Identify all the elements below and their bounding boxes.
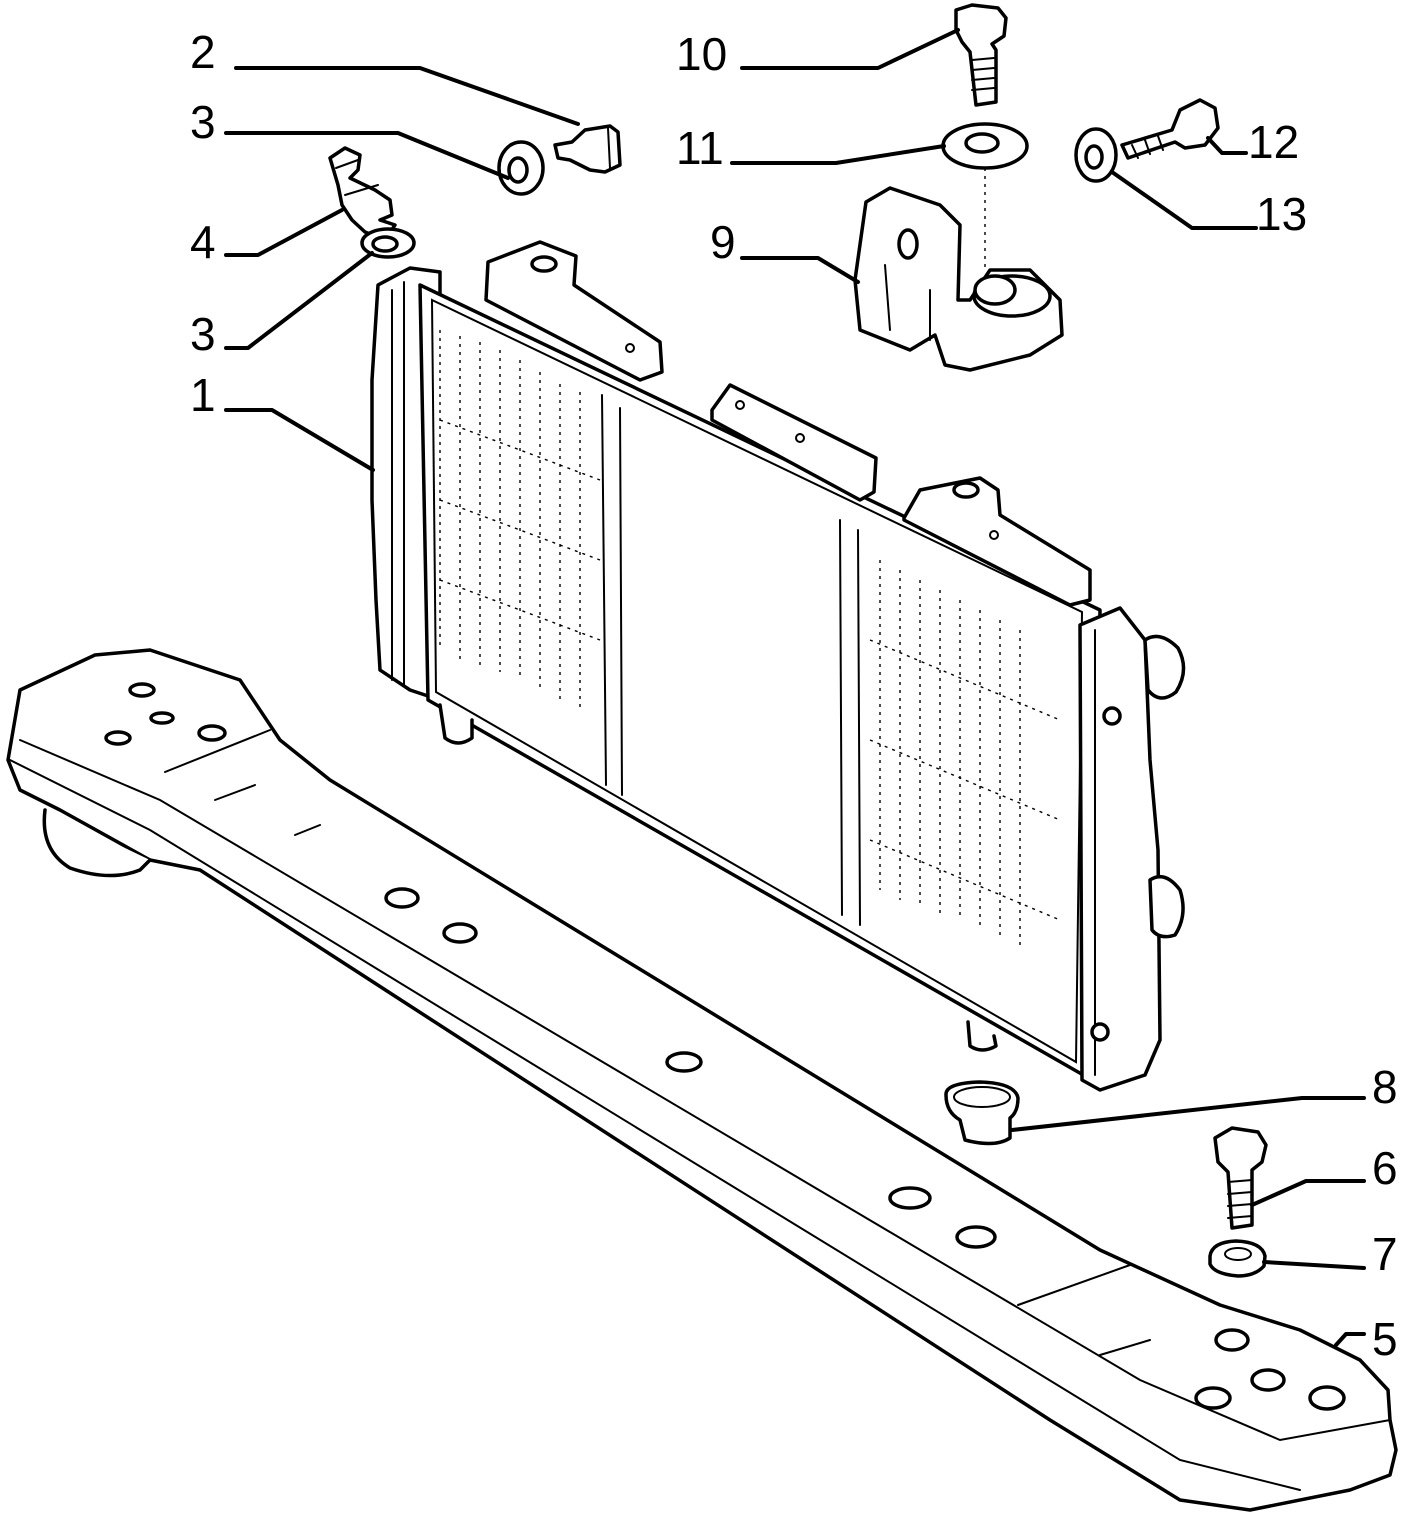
callout-3-lower: 3 xyxy=(190,308,216,360)
callout-12: 12 xyxy=(1248,116,1299,168)
washer-11 xyxy=(941,122,1029,170)
bolt-10 xyxy=(954,3,1008,107)
leader-4 xyxy=(224,208,344,257)
washer-13 xyxy=(1074,127,1118,183)
callout-5: 5 xyxy=(1372,1313,1398,1365)
washer-7 xyxy=(1208,1239,1267,1278)
callout-9: 9 xyxy=(710,216,736,268)
leader-lines xyxy=(224,28,1366,1347)
leader-1 xyxy=(224,408,375,472)
callout-11: 11 xyxy=(676,122,724,174)
leader-6 xyxy=(1250,1179,1366,1207)
callout-8: 8 xyxy=(1372,1061,1398,1113)
callout-7: 7 xyxy=(1372,1228,1398,1280)
mounting-bracket xyxy=(853,186,1064,372)
callout-1: 1 xyxy=(190,369,216,421)
leader-11 xyxy=(730,144,946,165)
leader-9 xyxy=(740,256,860,284)
callout-6: 6 xyxy=(1372,1142,1398,1194)
leader-3-upper xyxy=(224,131,510,180)
crossmember xyxy=(6,648,1398,1512)
washer-lower xyxy=(360,227,416,259)
leader-5 xyxy=(1334,1332,1366,1347)
washer-upper xyxy=(497,140,545,196)
leader-12 xyxy=(1206,136,1248,155)
bolt-12 xyxy=(1120,98,1220,160)
bushing xyxy=(944,1080,1020,1146)
bleed-valve xyxy=(328,146,397,242)
leader-10 xyxy=(740,28,960,70)
callout-2: 2 xyxy=(190,26,216,78)
callout-10: 10 xyxy=(676,28,727,80)
leader-2 xyxy=(234,66,580,126)
callout-3-upper: 3 xyxy=(190,96,216,148)
callout-labels: 2 1 3 3 4 5 6 7 8 9 10 11 12 13 xyxy=(190,26,1398,1365)
leader-3-lower xyxy=(224,251,374,350)
leader-13 xyxy=(1110,170,1258,230)
callout-4: 4 xyxy=(190,216,216,268)
radiator xyxy=(370,240,1186,1092)
drain-plug xyxy=(553,124,622,174)
leader-8 xyxy=(1010,1096,1366,1132)
callout-13: 13 xyxy=(1256,188,1307,240)
leader-7 xyxy=(1262,1260,1366,1270)
bolt-6 xyxy=(1213,1126,1268,1230)
